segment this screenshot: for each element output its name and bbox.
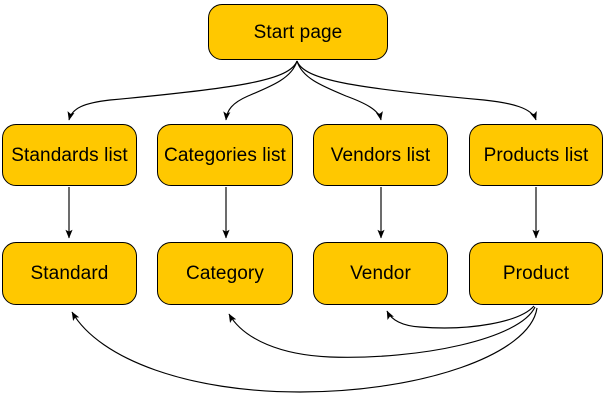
node-standards-list[interactable]: Standards list <box>2 124 137 186</box>
node-category[interactable]: Category <box>157 242 293 305</box>
node-label-start-page: Start page <box>253 21 343 43</box>
node-label-vendors-list: Vendors list <box>330 144 431 166</box>
node-label-vendor: Vendor <box>350 263 411 284</box>
edges-group <box>65 60 540 393</box>
edge-product-to-standard <box>71 307 538 393</box>
node-label-categories-list: Categories list <box>164 144 286 166</box>
node-products-list[interactable]: Products list <box>469 124 603 186</box>
edge-start-to-categories-list <box>223 60 298 121</box>
node-label-standard: Standard <box>30 263 109 284</box>
node-label-products-list: Products list <box>483 144 589 166</box>
edge-product-to-vendor <box>386 305 535 329</box>
node-vendor[interactable]: Vendor <box>313 242 448 305</box>
node-product[interactable]: Product <box>469 242 603 305</box>
edge-start-to-vendors-list <box>296 60 383 121</box>
node-standard[interactable]: Standard <box>2 242 137 305</box>
node-label-product: Product <box>502 263 570 284</box>
edge-product-to-category <box>228 306 536 358</box>
edge-start-to-products-list <box>296 60 537 121</box>
edge-start-to-standards-list <box>67 60 298 121</box>
node-start-page[interactable]: Start page <box>208 4 388 60</box>
node-label-category: Category <box>186 263 264 284</box>
node-categories-list[interactable]: Categories list <box>157 124 293 186</box>
node-vendors-list[interactable]: Vendors list <box>313 124 448 186</box>
node-label-standards-list: Standards list <box>11 144 128 166</box>
